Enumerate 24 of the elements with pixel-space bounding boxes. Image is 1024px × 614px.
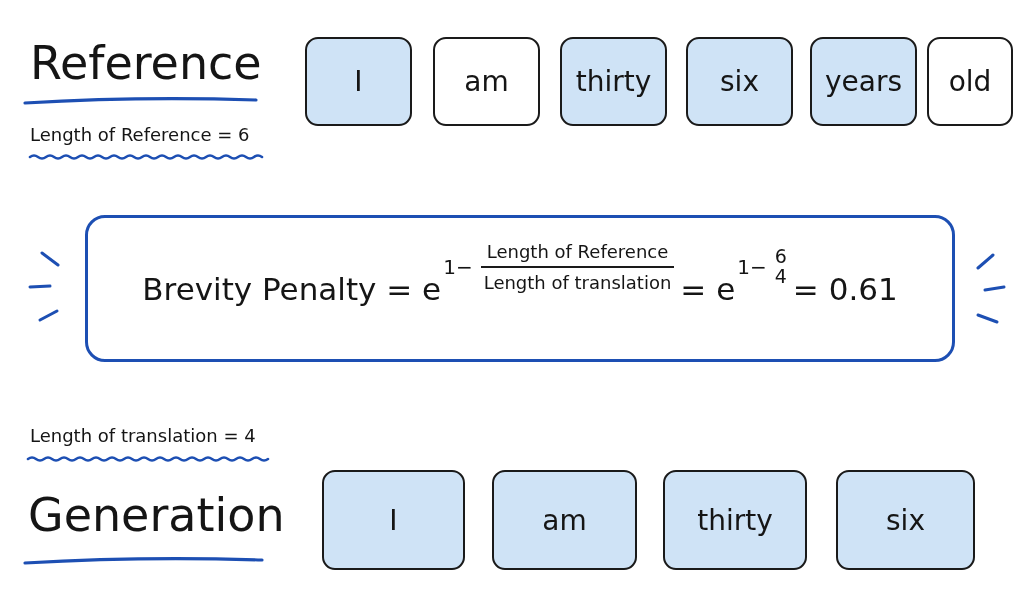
formula-text: = 0.61 — [792, 270, 898, 307]
formula-text: = e — [680, 270, 736, 307]
word-tile: six — [836, 470, 975, 570]
section-heading: Generation — [28, 490, 285, 541]
word-tile: thirty — [560, 37, 667, 126]
length-note: Length of translation = 4 — [30, 426, 256, 446]
fraction-denominator: 4 — [774, 266, 787, 287]
word-tile: I — [322, 470, 465, 570]
word-tile: thirty — [663, 470, 807, 570]
length-note: Length of Reference = 6 — [30, 125, 250, 145]
fraction-denominator: Length of translation — [482, 271, 673, 293]
word-tile: I — [305, 37, 412, 126]
word-tile: am — [492, 470, 637, 570]
word-tile: old — [927, 37, 1013, 126]
formula-box — [85, 215, 955, 362]
word-tile: years — [810, 37, 917, 126]
exponent-text: 1− — [443, 254, 473, 279]
word-tile: am — [433, 37, 540, 126]
formula-text: Brevity Penalty = e — [142, 270, 442, 307]
fraction-numerator: Length of Reference — [485, 240, 670, 262]
section-heading: Reference — [30, 38, 262, 89]
word-tile: six — [686, 37, 793, 126]
exponent-text: 1− — [737, 254, 767, 279]
fraction-numerator: 6 — [774, 246, 787, 267]
